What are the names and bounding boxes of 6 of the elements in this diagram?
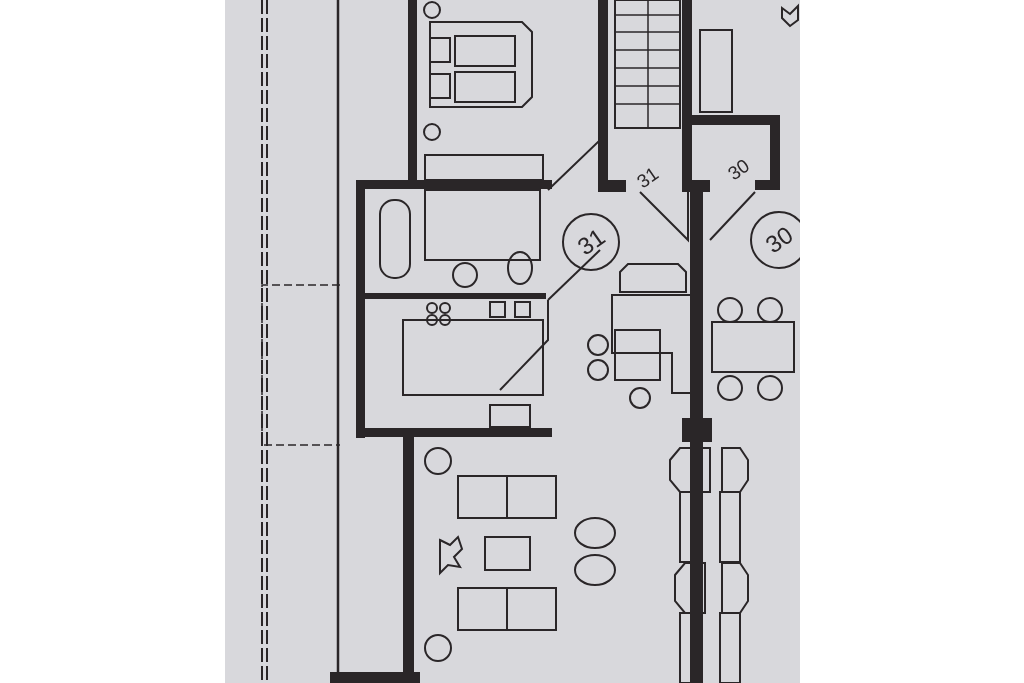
room-number: 30 bbox=[761, 222, 797, 258]
room-number: 31 bbox=[573, 224, 609, 260]
room-number-circle bbox=[562, 213, 620, 271]
room-number-circle bbox=[750, 211, 800, 269]
doorway-number: 30 bbox=[724, 155, 753, 184]
doorway-number: 31 bbox=[633, 163, 662, 192]
